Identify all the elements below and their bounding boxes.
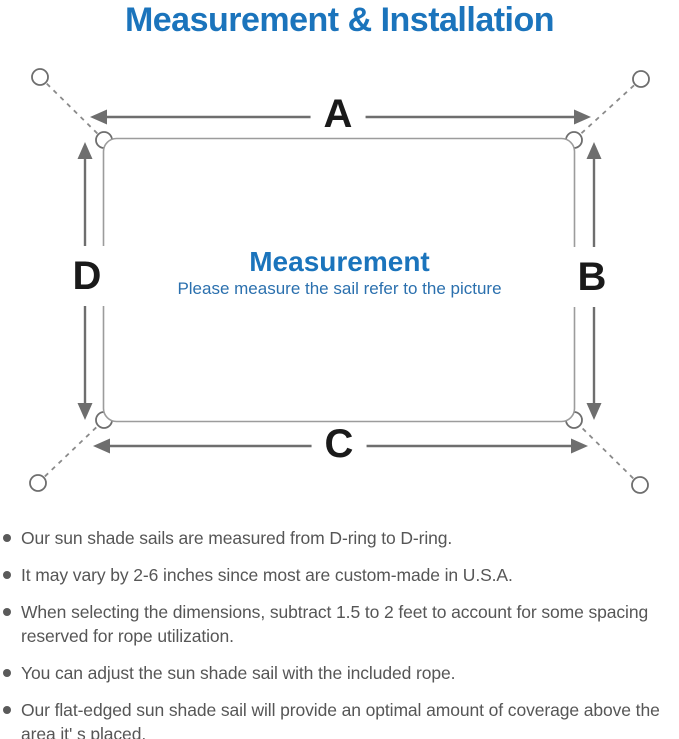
dimension-label-d: D xyxy=(67,246,107,306)
anchor-ring-bottom-left-icon xyxy=(29,474,47,492)
arrow-b-down-head-icon xyxy=(586,403,602,420)
bullet-icon xyxy=(3,534,11,542)
arrow-d-up-head-icon xyxy=(77,142,93,159)
note-text: When selecting the dimensions, subtract … xyxy=(21,602,649,646)
rope-line-top-left xyxy=(39,76,105,141)
anchor-ring-top-right-icon xyxy=(632,70,650,88)
arrow-a-left-head-icon xyxy=(90,109,107,125)
dimension-label-b: B xyxy=(572,247,612,307)
note-text: It may vary by 2-6 inches since most are… xyxy=(21,565,513,585)
arrow-c-right-head-icon xyxy=(571,438,588,454)
arrow-b-up-head-icon xyxy=(586,142,602,159)
note-text: Our sun shade sails are measured from D-… xyxy=(21,528,453,548)
note-item: When selecting the dimensions, subtract … xyxy=(3,600,676,648)
rope-line-bottom-left xyxy=(37,419,105,484)
note-text: Our flat-edged sun shade sail will provi… xyxy=(21,700,660,739)
dimension-label-a: A xyxy=(310,94,366,134)
anchor-ring-top-left-icon xyxy=(31,68,49,86)
rope-line-top-right xyxy=(573,78,642,141)
bullet-icon xyxy=(3,608,11,616)
bullet-icon xyxy=(3,706,11,714)
note-item: Our sun shade sails are measured from D-… xyxy=(3,526,676,550)
dimension-label-c: C xyxy=(311,424,367,464)
arrow-d-down-head-icon xyxy=(77,403,93,420)
rope-line-bottom-right xyxy=(573,419,641,486)
sail-subheading: Please measure the sail refer to the pic… xyxy=(177,279,502,298)
arrow-a-right-head-icon xyxy=(574,109,591,125)
note-item: You can adjust the sun shade sail with t… xyxy=(3,661,676,685)
note-item: It may vary by 2-6 inches since most are… xyxy=(3,563,676,587)
notes-list: Our sun shade sails are measured from D-… xyxy=(3,526,676,739)
sail-heading: Measurement xyxy=(249,246,430,277)
page-title: Measurement & Installation xyxy=(124,1,555,39)
bullet-icon xyxy=(3,669,11,677)
arrow-c-left-head-icon xyxy=(93,438,110,454)
note-item: Our flat-edged sun shade sail will provi… xyxy=(3,698,676,739)
bullet-icon xyxy=(3,571,11,579)
anchor-ring-bottom-right-icon xyxy=(631,476,649,494)
note-text: You can adjust the sun shade sail with t… xyxy=(21,663,456,683)
